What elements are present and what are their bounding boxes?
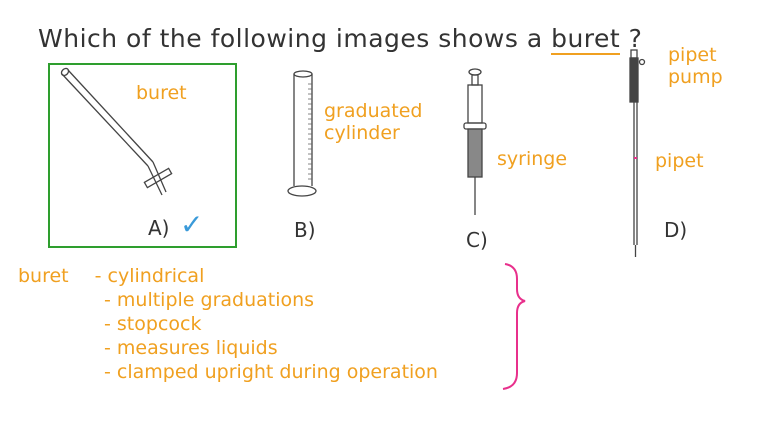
notes: buret - cylindrical - multiple graduation… <box>18 264 438 384</box>
check-icon: ✓ <box>180 208 204 241</box>
option-d-label: pipet <box>655 150 704 172</box>
note-point: - stopcock <box>104 313 202 335</box>
brace-mark <box>502 263 526 390</box>
option-b-letter[interactable]: B) <box>294 218 316 242</box>
question-text: Which of the following images shows a bu… <box>38 24 643 55</box>
option-a-letter[interactable]: A) <box>148 216 170 240</box>
note-point: - cylindrical <box>94 265 205 287</box>
note-point: - clamped upright during operation <box>104 361 438 383</box>
question-keyword: buret <box>551 24 621 55</box>
note-point: - measures liquids <box>104 337 278 359</box>
correct-answer-box <box>48 63 237 248</box>
buret-image <box>60 67 173 196</box>
option-c-label: syringe <box>497 148 568 170</box>
graduated-cylinder-image <box>287 70 317 197</box>
option-a-label: buret <box>136 82 187 104</box>
option-d-letter[interactable]: D) <box>664 218 688 242</box>
syringe-image <box>463 68 487 215</box>
pipet-image <box>629 49 646 257</box>
note-point: - multiple graduations <box>104 289 315 311</box>
notes-term: buret <box>18 265 69 287</box>
option-c-letter[interactable]: C) <box>466 228 488 252</box>
